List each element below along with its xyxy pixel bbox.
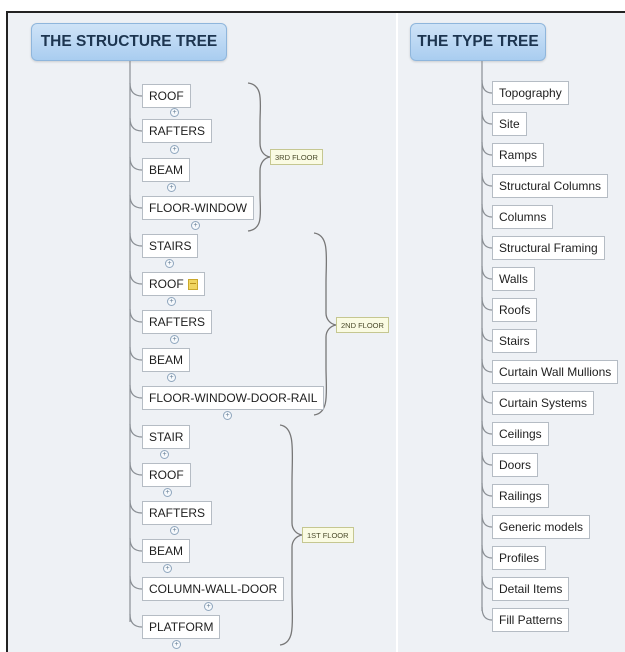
node-rafters[interactable]: RAFTERS	[142, 501, 213, 525]
bracket-1st-floor	[279, 424, 303, 646]
type-node-detail-items[interactable]: Detail Items	[492, 577, 570, 601]
note-icon[interactable]	[187, 278, 198, 290]
expand-icon[interactable]: +	[191, 221, 200, 230]
type-node-topography[interactable]: Topography	[492, 81, 569, 105]
type-node-ramps[interactable]: Ramps	[492, 143, 545, 167]
bracket-2nd-floor	[313, 232, 337, 416]
structure-tree-panel: THE STRUCTURE TREE ROOF + RAFTERS + BEAM…	[8, 13, 396, 652]
node-floor-window[interactable]: FLOOR-WINDOW	[142, 196, 254, 220]
type-node-columns[interactable]: Columns	[492, 205, 554, 229]
expand-icon[interactable]: +	[160, 450, 169, 459]
node-floor-window-door-rail[interactable]: FLOOR-WINDOW-DOOR-RAIL	[142, 386, 325, 410]
floor-label-2nd[interactable]: 2ND FLOOR	[336, 317, 389, 333]
type-node-stairs[interactable]: Stairs	[492, 329, 537, 353]
expand-icon[interactable]: +	[167, 297, 176, 306]
node-beam[interactable]: BEAM	[142, 539, 191, 563]
expand-icon[interactable]: +	[167, 183, 176, 192]
type-node-structural-framing[interactable]: Structural Framing	[492, 236, 605, 260]
node-rafters[interactable]: RAFTERS	[142, 119, 213, 143]
type-node-fill-patterns[interactable]: Fill Patterns	[492, 608, 570, 632]
type-tree-title[interactable]: THE TYPE TREE	[410, 23, 546, 61]
expand-icon[interactable]: +	[165, 259, 174, 268]
type-tree-connectors	[481, 61, 493, 621]
expand-icon[interactable]: +	[163, 564, 172, 573]
node-rafters[interactable]: RAFTERS	[142, 310, 213, 334]
type-node-railings[interactable]: Railings	[492, 484, 549, 508]
type-node-doors[interactable]: Doors	[492, 453, 539, 477]
node-stair[interactable]: STAIR	[142, 425, 191, 449]
type-tree-panel: THE TYPE TREE Topography Site Ramps Stru…	[398, 13, 625, 652]
expand-icon[interactable]: +	[172, 640, 181, 649]
node-platform[interactable]: PLATFORM	[142, 615, 221, 639]
type-node-walls[interactable]: Walls	[492, 267, 535, 291]
node-column-wall-door[interactable]: COLUMN-WALL-DOOR	[142, 577, 285, 601]
expand-icon[interactable]: +	[204, 602, 213, 611]
type-node-generic-models[interactable]: Generic models	[492, 515, 591, 539]
node-roof[interactable]: ROOF	[142, 84, 191, 108]
node-roof[interactable]: ROOF	[142, 463, 191, 487]
expand-icon[interactable]: +	[170, 108, 179, 117]
node-stairs[interactable]: STAIRS	[142, 234, 199, 258]
type-node-site[interactable]: Site	[492, 112, 527, 136]
type-node-structural-columns[interactable]: Structural Columns	[492, 174, 609, 198]
node-roof-with-note[interactable]: ROOF	[142, 272, 205, 296]
expand-icon[interactable]: +	[170, 335, 179, 344]
expand-icon[interactable]: +	[223, 411, 232, 420]
type-node-roofs[interactable]: Roofs	[492, 298, 538, 322]
structure-tree-title[interactable]: THE STRUCTURE TREE	[31, 23, 227, 61]
type-node-curtain-wall-mullions[interactable]: Curtain Wall Mullions	[492, 360, 619, 384]
floor-label-3rd[interactable]: 3RD FLOOR	[270, 149, 323, 165]
node-beam[interactable]: BEAM	[142, 348, 191, 372]
expand-icon[interactable]: +	[163, 488, 172, 497]
type-node-curtain-systems[interactable]: Curtain Systems	[492, 391, 595, 415]
expand-icon[interactable]: +	[170, 526, 179, 535]
type-node-profiles[interactable]: Profiles	[492, 546, 547, 570]
floor-label-1st[interactable]: 1ST FLOOR	[302, 527, 354, 543]
top-strip	[0, 0, 625, 11]
node-roof-label: ROOF	[149, 277, 184, 291]
node-beam[interactable]: BEAM	[142, 158, 191, 182]
expand-icon[interactable]: +	[170, 145, 179, 154]
expand-icon[interactable]: +	[167, 373, 176, 382]
type-node-ceilings[interactable]: Ceilings	[492, 422, 549, 446]
